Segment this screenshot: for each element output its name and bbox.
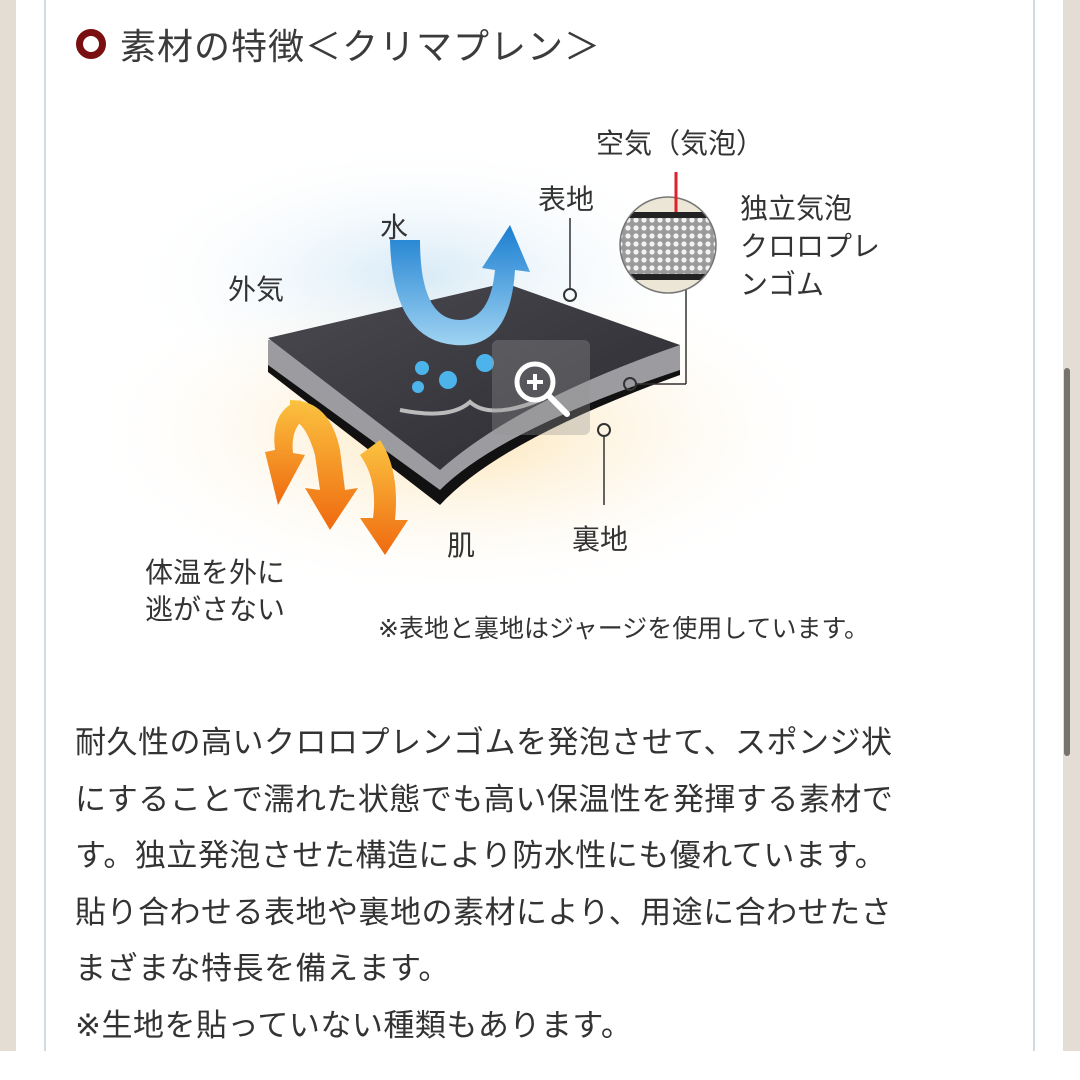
label-outer-fabric: 表地: [538, 183, 595, 216]
magnifier-plus-icon: [514, 361, 570, 417]
page-margin-left: [0, 0, 16, 1051]
description-line: まざまな特長を備えます。: [75, 951, 450, 987]
material-diagram[interactable]: 空気（気泡） 表地 水 独立気泡 クロロプレ ンゴム 外気 肌 裏地 体温を外に…: [0, 0, 1080, 680]
label-closed-cell-2: クロロプレ: [740, 230, 881, 263]
label-skin: 肌: [447, 529, 476, 562]
label-air-bubble: 空気（気泡）: [596, 127, 765, 160]
description-line: 貼り合わせる表地や裏地の素材により、用途に合わせたさ: [75, 894, 893, 931]
outer-fabric-layer: [268, 283, 680, 470]
label-water: 水: [380, 211, 409, 244]
water-arrow-icon: [390, 225, 530, 346]
diagram-illustration: [80, 140, 840, 600]
description-line: す。独立発泡させた構造により防水性にも優れています。: [75, 838, 887, 874]
page-margin-right: [1063, 0, 1080, 1051]
description-line: にすることで濡れた状態でも高い保温性を発揮する素材で: [75, 781, 894, 818]
content-border-left: [44, 0, 46, 1051]
label-inner-fabric: 裏地: [572, 523, 629, 556]
circle-bullet-icon: [76, 29, 106, 59]
description-text: 耐久性の高いクロロプレンゴムを発泡させて、スポンジ状 にすることで濡れた状態でも…: [75, 715, 1025, 1054]
zoom-image-button[interactable]: [492, 340, 590, 435]
content-border-right: [1033, 0, 1035, 1051]
label-body-heat-1: 体温を外に: [145, 556, 286, 589]
description-line: ※生地を貼っていない種類もあります。: [75, 1007, 633, 1044]
label-closed-cell-3: ンゴム: [740, 268, 825, 301]
label-outside-air: 外気: [228, 273, 285, 306]
heat-arrow-icon: [290, 400, 358, 530]
section-heading: 素材の特徴＜クリマプレン＞: [76, 18, 601, 70]
label-closed-cell-1: 独立気泡: [740, 192, 853, 225]
scrollbar[interactable]: [1064, 368, 1070, 756]
cross-section-detail: [620, 197, 716, 293]
description-line: 耐久性の高いクロロプレンゴムを発泡させて、スポンジ状: [75, 725, 893, 761]
section-title: 素材の特徴＜クリマプレン＞: [120, 27, 602, 68]
label-body-heat-2: 逃がさない: [145, 593, 286, 626]
diagram-note: ※表地と裏地はジャージを使用しています。: [378, 614, 869, 643]
water-droplets: [412, 354, 494, 393]
